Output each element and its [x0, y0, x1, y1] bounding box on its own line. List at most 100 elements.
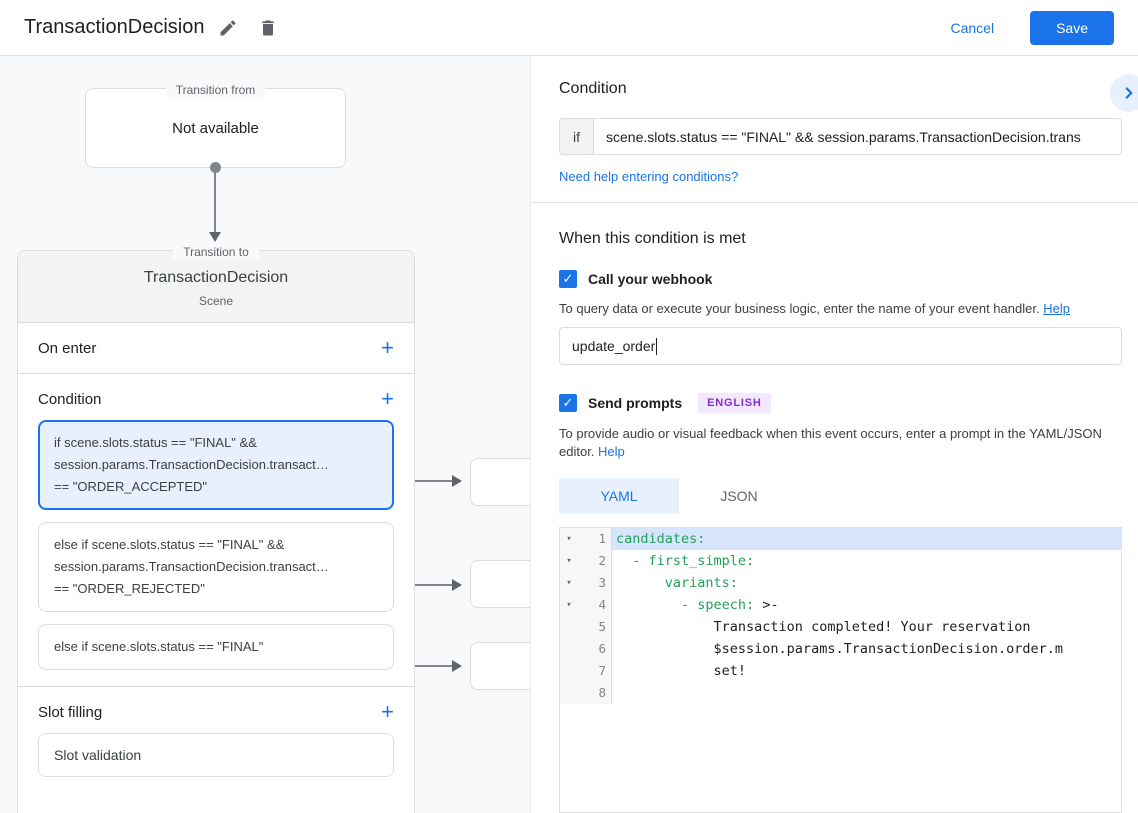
scene-type-label: Scene — [198, 294, 234, 308]
webhook-checkbox-row: ✓ Call your webhook — [559, 270, 1122, 288]
line-number: 1 — [598, 531, 606, 546]
scene-flow-diagram: Transition from Not available Transition… — [0, 56, 530, 813]
prompts-help-link[interactable]: Help — [598, 444, 625, 459]
line-number: 5 — [598, 619, 606, 634]
condition-text: if scene.slots.status == "FINAL" && — [54, 435, 257, 450]
fold-icon[interactable]: ▾ — [566, 534, 572, 544]
condition-section: Condition + if scene.slots.status == "FI… — [18, 374, 414, 687]
scene-name: TransactionDecision — [143, 269, 289, 286]
gutter: ▾3 — [560, 572, 612, 594]
condition-expression-row: if scene.slots.status == "FINAL" && sess… — [559, 118, 1122, 155]
scene-card-header: TransactionDecision Scene — [18, 251, 414, 323]
connector-line — [400, 584, 452, 586]
condition-help-link[interactable]: Need help entering conditions? — [559, 169, 739, 184]
transition-target-card[interactable] — [470, 642, 530, 690]
fold-icon[interactable]: ▾ — [566, 578, 572, 588]
transition-target-card[interactable] — [470, 560, 530, 608]
connector-dot — [210, 162, 221, 173]
fold-icon[interactable]: ▾ — [566, 556, 572, 566]
line-number: 4 — [598, 597, 606, 612]
condition-editor-panel: Condition if scene.slots.status == "FINA… — [530, 56, 1138, 813]
on-enter-section: On enter + — [18, 323, 414, 374]
gutter: 7 — [560, 660, 612, 682]
collapse-panel-button[interactable] — [1110, 74, 1138, 112]
arrow-down-icon — [209, 232, 221, 242]
code-line[interactable]: ▾2 - first_simple: — [560, 550, 1121, 572]
gutter: 5 — [560, 616, 612, 638]
condition-item-order-rejected[interactable]: else if scene.slots.status == "FINAL" &&… — [38, 522, 394, 612]
webhook-helper: To query data or execute your business l… — [559, 301, 1040, 316]
condition-item-final[interactable]: else if scene.slots.status == "FINAL" — [38, 624, 394, 670]
slot-validation-item[interactable]: Slot validation — [38, 733, 394, 777]
arrow-right-icon — [452, 660, 462, 672]
arrow-right-icon — [452, 579, 462, 591]
slot-filling-label: Slot filling — [38, 703, 103, 721]
if-prefix-label: if — [559, 118, 593, 155]
fold-icon[interactable]: ▾ — [566, 600, 572, 610]
prompts-helper: To provide audio or visual feedback when… — [559, 426, 1102, 459]
tab-yaml[interactable]: YAML — [559, 478, 679, 514]
connector-line — [214, 170, 216, 232]
prompts-checkbox-row: ✓ Send prompts ENGLISH — [559, 393, 1122, 413]
save-button[interactable]: Save — [1030, 10, 1114, 45]
language-badge: ENGLISH — [698, 393, 771, 413]
pencil-icon — [220, 19, 236, 35]
gutter: ▾4 — [560, 594, 612, 616]
add-condition-button[interactable]: + — [381, 386, 394, 411]
condition-expression-input[interactable]: scene.slots.status == "FINAL" && session… — [593, 118, 1122, 155]
yaml-code-editor[interactable]: ▾1 candidates: ▾2 - first_simple: ▾3 var… — [559, 527, 1122, 813]
code-line[interactable]: ▾4 - speech: >- — [560, 594, 1121, 616]
page-title: TransactionDecision — [24, 16, 205, 38]
condition-section-label: Condition — [38, 390, 102, 408]
trash-icon — [262, 20, 275, 35]
prompt-format-tabs: YAML JSON — [559, 478, 1122, 514]
code-line[interactable]: ▾3 variants: — [560, 572, 1121, 594]
code-line[interactable]: 8 — [560, 682, 1121, 704]
prompts-checkbox[interactable]: ✓ — [559, 394, 577, 412]
condition-text: == "ORDER_REJECTED" — [54, 581, 205, 596]
code-line[interactable]: 5 Transaction completed! Your reservatio… — [560, 616, 1121, 638]
top-bar: TransactionDecision Cancel Save — [0, 0, 1138, 56]
delete-scene-button[interactable] — [252, 12, 284, 44]
prompts-label: Send prompts — [588, 395, 683, 411]
transition-to-legend: Transition to — [18, 243, 414, 261]
gutter: ▾1 — [560, 528, 612, 550]
tab-json[interactable]: JSON — [720, 488, 758, 504]
webhook-checkbox[interactable]: ✓ — [559, 270, 577, 288]
condition-item-order-accepted[interactable]: if scene.slots.status == "FINAL" && sess… — [38, 420, 394, 510]
code-line[interactable]: 6 $session.params.TransactionDecision.or… — [560, 638, 1121, 660]
webhook-helper-text: To query data or execute your business l… — [559, 300, 1119, 318]
line-number: 3 — [598, 575, 606, 590]
when-met-title: When this condition is met — [559, 230, 746, 247]
condition-text: == "ORDER_ACCEPTED" — [54, 479, 207, 494]
code-line[interactable]: 7 set! — [560, 660, 1121, 682]
edit-scene-button[interactable] — [212, 12, 244, 44]
transition-target-card[interactable] — [470, 458, 530, 506]
gutter: ▾2 — [560, 550, 612, 572]
condition-text: session.params.TransactionDecision.trans… — [54, 559, 329, 574]
gutter: 8 — [560, 682, 612, 704]
line-number: 2 — [598, 553, 606, 568]
connector-line — [400, 480, 452, 482]
webhook-handler-input[interactable]: update_order — [559, 327, 1122, 365]
section-divider — [531, 202, 1138, 203]
text-cursor — [656, 337, 658, 355]
webhook-label: Call your webhook — [588, 271, 713, 287]
webhook-handler-value: update_order — [572, 338, 656, 354]
on-enter-label: On enter — [38, 339, 97, 357]
transition-from-legend: Transition from — [86, 81, 345, 99]
slot-filling-section: Slot filling + Slot validation — [18, 687, 414, 793]
arrow-right-icon — [452, 475, 462, 487]
condition-text: else if scene.slots.status == "FINAL" && — [54, 537, 285, 552]
connector-line — [400, 665, 452, 667]
prompts-helper-text: To provide audio or visual feedback when… — [559, 425, 1119, 461]
code-line[interactable]: ▾1 candidates: — [560, 528, 1121, 550]
gutter: 6 — [560, 638, 612, 660]
condition-text: else if scene.slots.status == "FINAL" — [54, 639, 264, 654]
add-slot-button[interactable]: + — [381, 699, 394, 724]
webhook-help-link[interactable]: Help — [1043, 301, 1070, 316]
cancel-button[interactable]: Cancel — [950, 19, 995, 36]
chevron-right-icon — [1125, 87, 1133, 99]
add-on-enter-button[interactable]: + — [381, 335, 394, 360]
transition-from-box: Transition from Not available — [85, 83, 346, 168]
